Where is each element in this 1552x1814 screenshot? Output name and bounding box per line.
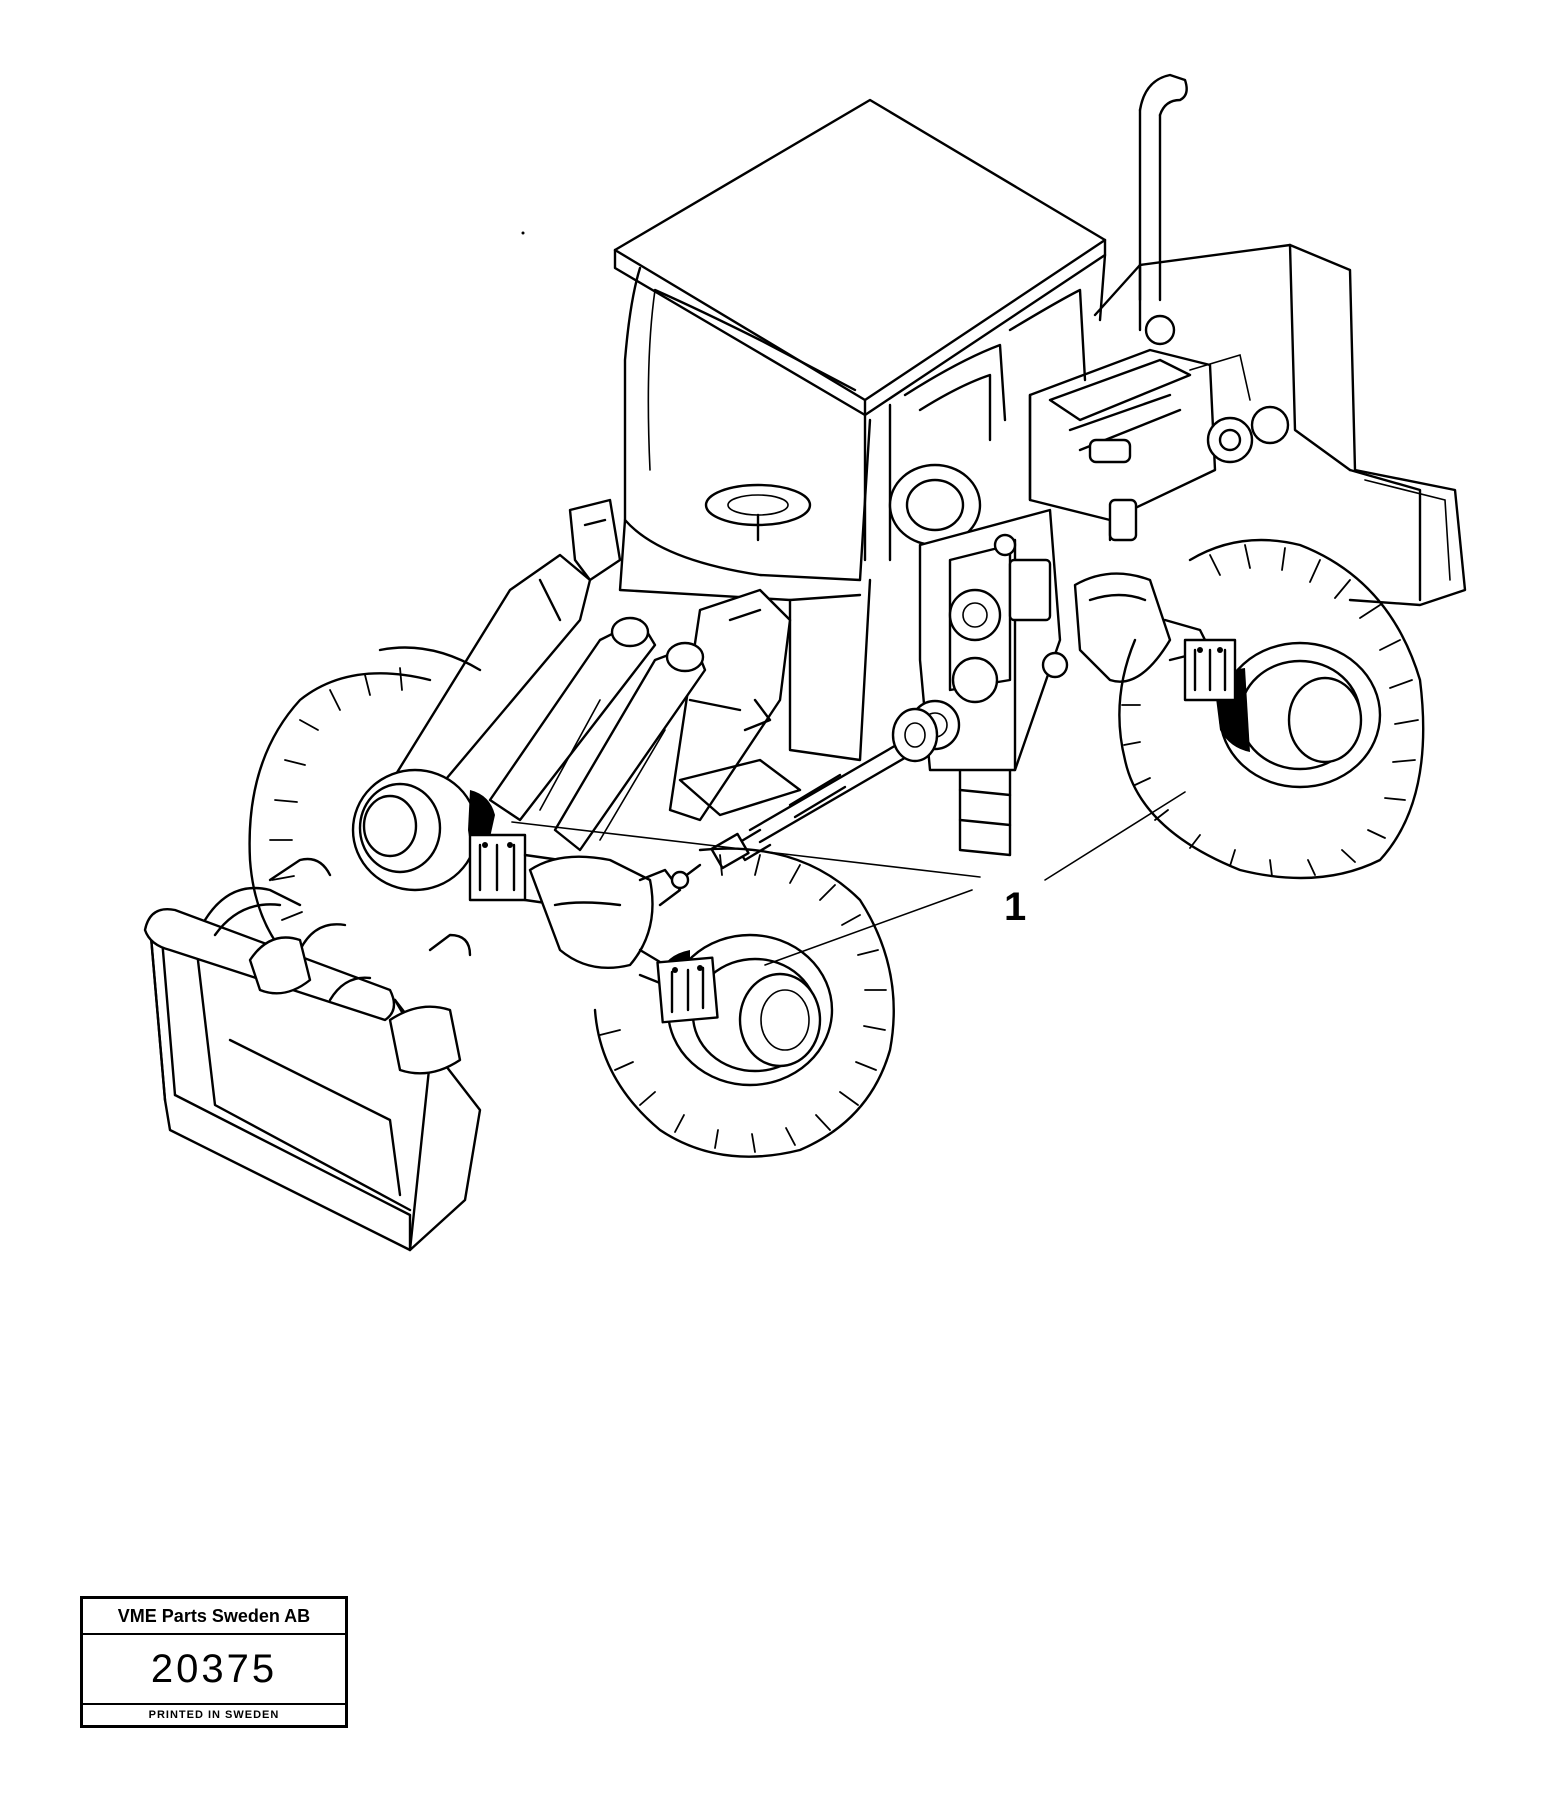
callout-label: 1 [1004, 885, 1027, 929]
stamp-printed: PRINTED IN SWEDEN [148, 1709, 280, 1721]
cab [613, 98, 1107, 857]
rear-differential [1073, 572, 1212, 683]
stamp-drawing-number: 20375 [83, 1635, 345, 1705]
loader-arms [378, 498, 802, 852]
transmission [888, 463, 1069, 772]
front-axle [523, 853, 690, 987]
exhaust-pipe [1138, 73, 1188, 302]
rear-right-wheel [1118, 538, 1425, 880]
rear-body [1093, 243, 1467, 607]
title-stamp: VME Parts Sweden AB 20375 PRINTED IN SWE… [80, 1596, 348, 1728]
stamp-company: VME Parts Sweden AB [83, 1599, 345, 1635]
front-left-wheel [248, 646, 527, 972]
bucket [143, 857, 482, 1252]
callout-leaders [511, 791, 1186, 966]
front-right-wheel [593, 847, 895, 1158]
engine [1028, 314, 1290, 542]
